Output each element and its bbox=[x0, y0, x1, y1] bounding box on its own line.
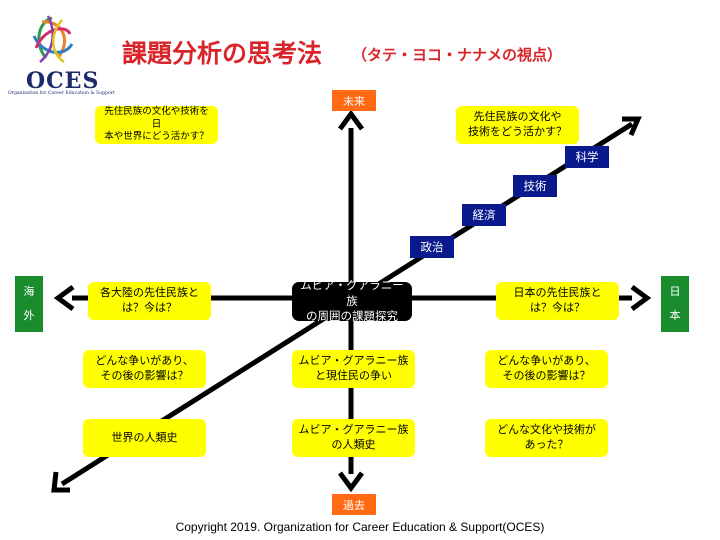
logo-wordmark: OCES bbox=[26, 68, 100, 94]
box-conflict-left: どんな争いがあり、 その後の影響は？ bbox=[83, 350, 206, 388]
future-label: 未来 bbox=[332, 90, 376, 111]
past-label: 過去 bbox=[332, 494, 376, 515]
arrowhead-left bbox=[53, 284, 75, 312]
box-conflict-center: ムビア・グアラニー族 と現住民の争い bbox=[292, 350, 415, 388]
logo-tagline: Organization for Career Education & Supp… bbox=[8, 91, 115, 96]
step-science: 科学 bbox=[565, 146, 609, 168]
japan-label-char-2: 本 bbox=[669, 309, 681, 322]
box-top-left: 先住民族の文化や技術を日 本や世界にどう活かす？ bbox=[95, 106, 218, 144]
page-title: 課題分析の思考法 bbox=[122, 39, 323, 68]
oces-logo-icon bbox=[32, 15, 74, 64]
box-conflict-right: どんな争いがあり、 その後の影響は？ bbox=[485, 350, 608, 388]
step-politics: 政治 bbox=[410, 236, 454, 258]
center-topic-box: ムビア・グアラニー族 の周囲の課題探究 bbox=[292, 278, 412, 323]
overseas-label: 海 外 bbox=[15, 276, 43, 332]
box-mid-right: 日本の先住民族と は？今は？ bbox=[496, 282, 619, 320]
japan-label: 日 本 bbox=[661, 276, 689, 332]
step-economy: 経済 bbox=[462, 204, 506, 226]
overseas-label-char-2: 外 bbox=[23, 309, 35, 322]
japan-label-char-1: 日 bbox=[669, 284, 681, 298]
arrowhead-down bbox=[337, 471, 365, 493]
copyright-text: Copyright 2019. Organization for Career … bbox=[175, 520, 545, 534]
box-history-center: ムビア・グアラニー族 の人類史 bbox=[292, 419, 415, 457]
box-history-left: 世界の人類史 bbox=[83, 419, 206, 457]
arrowhead-diagonal-bottom bbox=[51, 471, 70, 493]
box-history-right: どんな文化や技術が あった？ bbox=[485, 419, 608, 457]
box-mid-left: 各大陸の先住民族と は？今は？ bbox=[88, 282, 211, 320]
arrowhead-up bbox=[337, 109, 365, 131]
overseas-label-char-1: 海 bbox=[23, 284, 35, 298]
arrowhead-right bbox=[630, 284, 652, 312]
arrowhead-diagonal-top bbox=[622, 116, 642, 137]
step-technology: 技術 bbox=[513, 175, 557, 197]
page-subtitle: （タテ・ヨコ・ナナメの視点） bbox=[352, 46, 563, 64]
box-top-right: 先住民族の文化や 技術をどう活かす？ bbox=[456, 106, 579, 144]
